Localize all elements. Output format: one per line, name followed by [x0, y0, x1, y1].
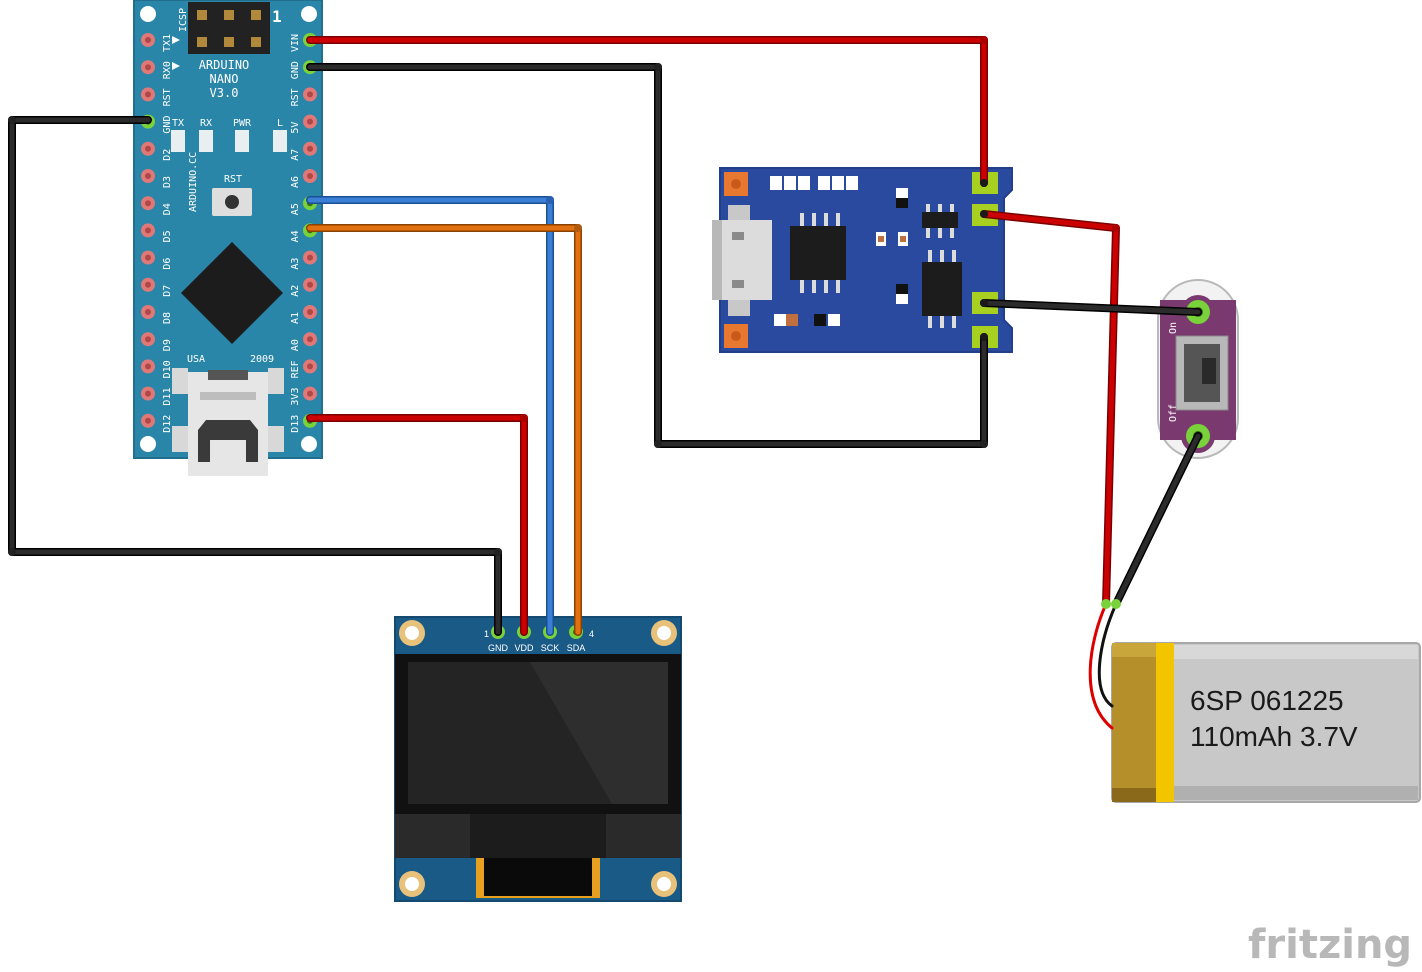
nano-pin-label: RST — [162, 88, 173, 106]
nano-pin-label: D12 — [162, 415, 173, 433]
nano-pin-label: A7 — [290, 149, 301, 161]
battery-label-line1: 6SP 061225 — [1190, 685, 1344, 716]
rst-button-label: RST — [224, 174, 242, 185]
nano-pin-label: D3 — [162, 176, 173, 188]
nano-pin-label: REF — [290, 360, 301, 378]
nano-pin-label: D4 — [162, 203, 173, 215]
led-l-label: L — [277, 118, 283, 129]
nano-pin-label: A5 — [290, 203, 301, 215]
mosfet-ic — [922, 262, 962, 316]
nano-pin-label: RX0 — [162, 61, 173, 79]
led-tx-label: TX — [172, 118, 184, 129]
switch-off-label: Off — [1168, 404, 1179, 422]
board-name-line1: ARDUINO — [199, 58, 250, 72]
slide-switch-module: On Off — [1157, 279, 1239, 459]
micro-usb-port[interactable] — [712, 205, 772, 316]
nano-pin-label: D5 — [162, 230, 173, 242]
led-pwr — [235, 130, 249, 152]
icsp-header — [188, 2, 270, 54]
board-name-line3: V3.0 — [210, 86, 239, 100]
charger-module — [712, 167, 1013, 353]
nano-pin-label: GND — [290, 61, 301, 79]
led-rx — [199, 130, 213, 152]
nano-pin-label: D8 — [162, 312, 173, 324]
year-label: 2009 — [250, 354, 274, 365]
tx-arrow-icon — [172, 36, 180, 44]
nano-pin-label: A3 — [290, 258, 301, 270]
battery-stripe — [1156, 643, 1174, 802]
nano-pin-label: D6 — [162, 258, 173, 270]
wire-a4-to-oled-sda[interactable] — [306, 224, 582, 636]
led-rx-label: RX — [200, 118, 212, 129]
country-label: USA — [187, 354, 205, 365]
battery-lead-black — [1097, 602, 1118, 708]
website-label: ARDUINO.CC — [188, 152, 199, 212]
battery-lead-red — [1088, 602, 1114, 730]
nano-pin-label: RST — [290, 88, 301, 106]
rx-arrow-icon — [172, 62, 180, 70]
nano-pin-label: A6 — [290, 176, 301, 188]
oled-display-module: 1 4 GND VDD SCK SDA — [394, 616, 682, 902]
mount-hole — [140, 436, 156, 452]
mount-hole — [301, 436, 317, 452]
nano-pin-label: D2 — [162, 149, 173, 161]
led-tx — [171, 130, 185, 152]
switch-on-label: On — [1168, 322, 1179, 334]
charger-ic — [790, 226, 846, 280]
nano-pin-label: D11 — [162, 388, 173, 406]
oled-pin-label: SCK — [541, 643, 560, 653]
nano-pin-label: VIN — [290, 34, 301, 52]
oled-pin-label: VDD — [514, 643, 534, 653]
board-name-line2: NANO — [210, 72, 239, 86]
mcu-chip — [181, 242, 283, 344]
nano-pin-label: D13 — [290, 415, 301, 433]
nano-pin-label: A1 — [290, 312, 301, 324]
nano-pin-label: D9 — [162, 339, 173, 351]
mount-hole — [301, 6, 317, 22]
nano-pin-label: GND — [162, 116, 173, 134]
nano-pin-label: A2 — [290, 285, 301, 297]
slide-switch-knob[interactable] — [1202, 358, 1216, 384]
wire-d13-to-oled-vdd[interactable] — [306, 414, 528, 636]
mount-hole — [140, 6, 156, 22]
arduino-nano-board: ICSP 1 ARDUINO NANO V3.0 TX RX PWR L ARD… — [133, 0, 323, 476]
led-l — [273, 130, 287, 152]
battery-lead-junction — [1101, 599, 1121, 609]
nano-pin-label: D7 — [162, 285, 173, 297]
led-pwr-label: PWR — [233, 118, 252, 129]
oled-pin-label: GND — [488, 643, 509, 653]
wire-bend-points — [8, 63, 988, 556]
nano-pin-label: D10 — [162, 360, 173, 378]
oled-pin-label: SDA — [567, 643, 586, 653]
nano-pin-label: 3V3 — [290, 388, 301, 406]
nano-pin-label: A4 — [290, 230, 301, 242]
nano-pin-label: 5V — [290, 122, 301, 134]
oled-pin-last-number: 4 — [589, 629, 594, 639]
protection-ic — [922, 212, 958, 228]
fritzing-watermark: fritzing — [1248, 922, 1412, 968]
reset-button-cap[interactable] — [225, 195, 239, 209]
icsp-label: ICSP — [178, 8, 189, 32]
led-row: TX RX PWR L — [171, 118, 287, 152]
wire-vin-to-charger-out-plus[interactable] — [306, 36, 988, 187]
oled-pin-first-number: 1 — [484, 629, 489, 639]
nano-pin-label: A0 — [290, 339, 301, 351]
mini-usb-port[interactable] — [172, 368, 284, 476]
icsp-pin1-label: 1 — [272, 7, 282, 26]
lipo-battery: 6SP 061225 110mAh 3.7V — [1111, 642, 1421, 803]
nano-pin-label: TX1 — [162, 34, 173, 52]
battery-label-line2: 110mAh 3.7V — [1190, 721, 1358, 752]
